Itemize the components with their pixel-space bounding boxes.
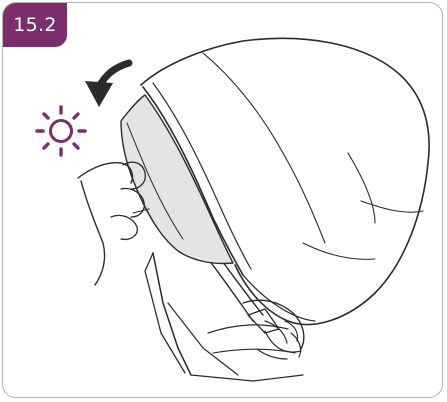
sun-icon	[37, 107, 85, 155]
canopy-illustration	[3, 3, 443, 398]
curved-arrow-icon	[85, 63, 129, 107]
step-badge: 15.2	[3, 3, 67, 47]
step-frame: 15.2	[2, 2, 443, 398]
step-number: 15.2	[13, 14, 57, 36]
